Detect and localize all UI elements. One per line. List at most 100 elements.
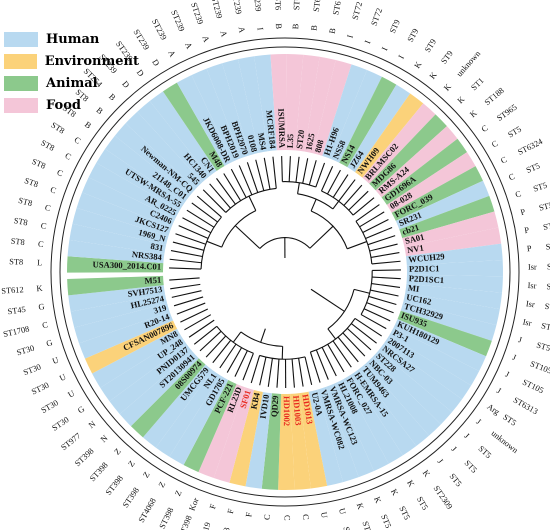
branch <box>372 276 401 280</box>
ring-letter-label: D <box>150 58 161 68</box>
branch <box>205 335 227 358</box>
ring-letter-label: I <box>363 39 372 45</box>
ring-letter-label: D <box>120 79 131 89</box>
sector-st20130941 <box>119 351 199 427</box>
st-label: ST239 <box>189 1 205 25</box>
st-label: ST8 <box>17 196 33 208</box>
branch <box>332 200 340 210</box>
branch <box>180 308 209 323</box>
leaf-label: MCRF184 <box>264 110 278 150</box>
ring-letter-label: F <box>244 511 254 517</box>
branch <box>291 358 295 388</box>
ring-letter-label: C <box>499 155 508 166</box>
sector-1969_n <box>72 207 169 245</box>
st-label: ST30 <box>50 415 70 433</box>
ring-letter-label: J <box>504 370 511 380</box>
st-label: ST8 <box>13 216 28 227</box>
branch <box>295 156 300 183</box>
sector-rms-a24 <box>375 126 458 198</box>
ring-letter-label: I <box>380 46 389 52</box>
sector-forc_039 <box>391 166 483 221</box>
sector-nrs384 <box>67 239 165 264</box>
branch <box>184 314 212 331</box>
branch-arc <box>297 193 334 210</box>
ring-letter-label: J <box>462 431 471 440</box>
branch <box>193 325 218 345</box>
ring-letter-label: J <box>449 445 458 454</box>
sector-pnid0137 <box>109 344 193 415</box>
ring-letter-label: A <box>166 49 177 59</box>
ring-letter-label: Z <box>141 470 151 479</box>
leaf-label: 0108 <box>246 134 260 154</box>
sector-nl1 <box>155 370 221 457</box>
branch <box>343 184 363 206</box>
sector-isumrsa <box>270 54 287 151</box>
branch <box>360 314 387 330</box>
branch-arc <box>310 210 348 250</box>
ring-letter-label: L <box>37 258 42 267</box>
sector-mn8 <box>92 328 182 388</box>
sector-0108 <box>222 59 259 156</box>
sector-pcf-221 <box>183 379 237 473</box>
branch <box>354 317 382 337</box>
leaf-label: MS4 <box>256 132 269 151</box>
st-label: ST5 <box>541 321 550 333</box>
st-label: ST254 <box>82 67 105 90</box>
branch <box>365 226 393 240</box>
ring-letter-label: G <box>45 338 53 348</box>
leaf-label: NRS384 <box>131 249 163 262</box>
tree-branches <box>169 156 401 389</box>
sector-nv1 <box>404 227 502 257</box>
ring-letter-label: U <box>337 507 347 515</box>
sector-kb4 <box>229 389 263 487</box>
sector-jkd6008-dr <box>176 75 233 167</box>
branch <box>170 250 203 258</box>
branch <box>309 351 321 383</box>
branch <box>255 159 265 191</box>
leaf-label: M51 <box>144 275 161 286</box>
ring-letter-label: C <box>514 189 523 199</box>
ring-letter-label: U <box>319 511 329 518</box>
st-label: ST5 <box>547 262 550 271</box>
sector-sf01 <box>213 387 254 483</box>
sector-usa300_2014.c01 <box>67 256 164 273</box>
sector-2007113 <box>384 335 472 400</box>
sector-1625 <box>304 56 336 154</box>
ring-letter-label: N <box>99 434 110 445</box>
legend: Human Environment Animal Food <box>4 28 139 116</box>
st-label: ST6 <box>273 0 282 10</box>
sector-tch32929 <box>400 301 497 341</box>
sector-ms4 <box>237 56 268 153</box>
sector-cb21 <box>399 195 495 239</box>
st-label: ST5 <box>544 302 550 313</box>
branch <box>366 302 394 314</box>
branch <box>315 349 329 380</box>
branch <box>327 328 337 340</box>
leaf-label: P2D1C1 <box>409 263 440 274</box>
st-label: ST5 <box>415 495 430 512</box>
legend-item-environment: Environment <box>4 50 139 72</box>
branch <box>242 353 254 381</box>
ring-letter-label: J <box>511 353 518 363</box>
branch <box>371 283 401 288</box>
branch <box>342 332 366 357</box>
branch <box>248 195 257 211</box>
st-label: ST2309 <box>432 484 455 511</box>
sector-umcg579 <box>142 364 213 448</box>
ring-letter-label: C <box>56 168 65 179</box>
sector-rl23d <box>198 383 246 479</box>
st-label: ST5 <box>477 444 493 460</box>
ring-letter-label: B <box>274 23 283 29</box>
ring-letter-label: I <box>345 34 354 39</box>
sector-u2-0a <box>308 389 344 486</box>
ring-letter-label: C <box>41 320 49 330</box>
sector-bph2070 <box>206 63 250 159</box>
branch <box>272 156 277 189</box>
branch <box>238 165 253 196</box>
ring-letter-label: K <box>355 502 365 511</box>
sector-hd1013 <box>299 391 328 489</box>
branch <box>281 156 283 182</box>
st-label: ST398 <box>121 486 141 510</box>
sector-l35 <box>286 54 304 151</box>
